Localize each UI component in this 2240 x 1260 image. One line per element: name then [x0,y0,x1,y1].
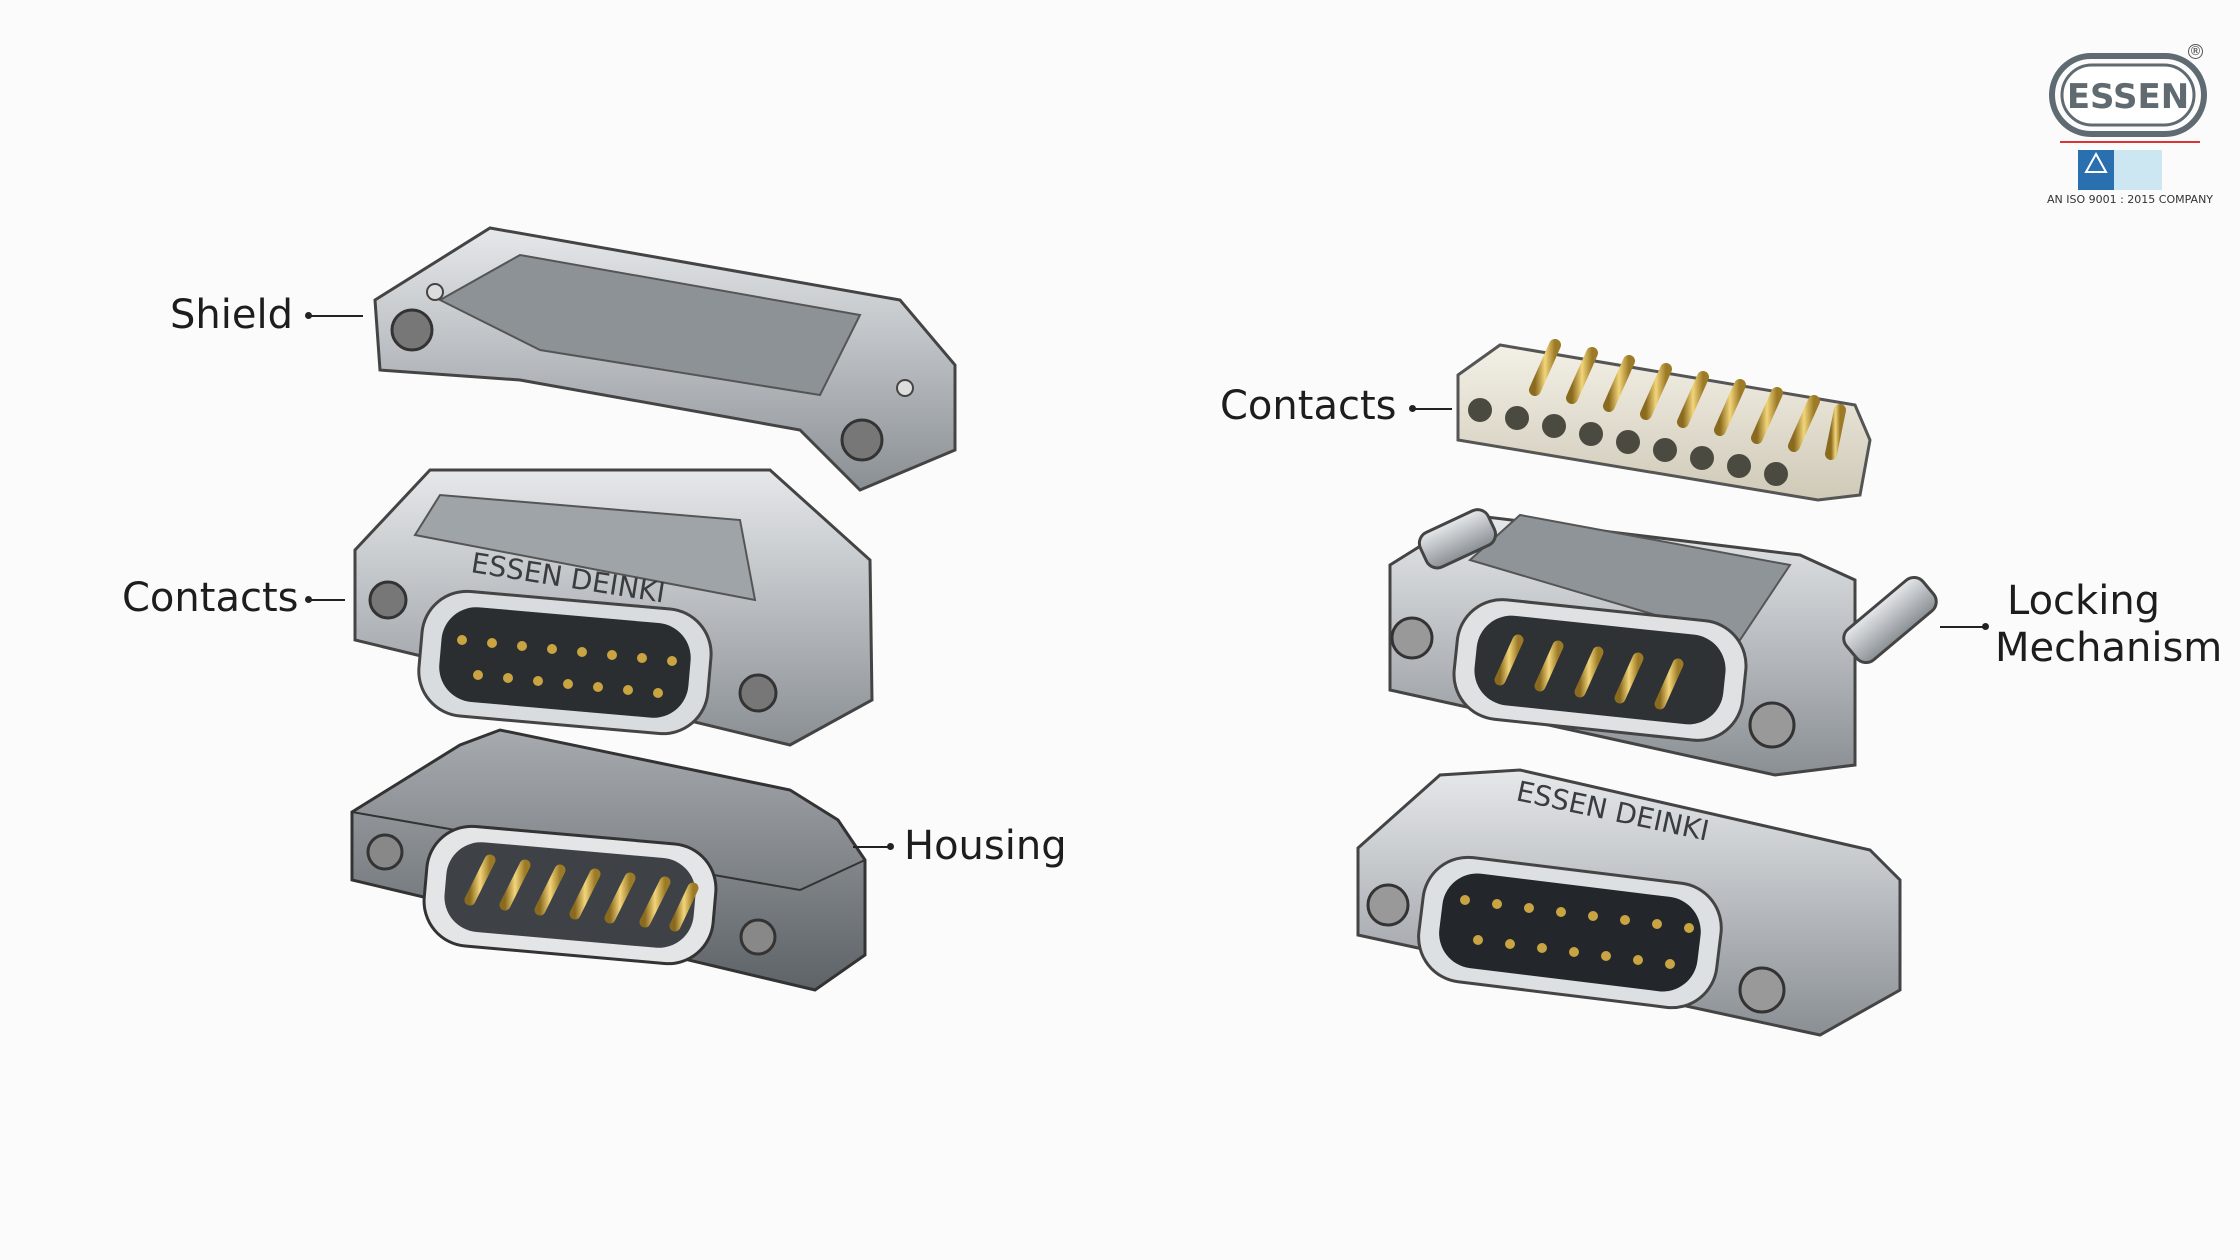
shield-part [373,226,957,492]
svg-text:ESSEN: ESSEN [2067,77,2189,117]
contacts-part-left: ESSEN DEINKI [353,468,874,747]
essen-logo: ESSEN [2049,53,2207,190]
leader-line-contacts-right [1409,405,1452,412]
leader-line-shield [305,312,363,319]
label-locking-mechanism: Locking Mechanism [1995,578,2222,672]
label-contacts-right: Contacts [1220,383,1397,429]
label-shield: Shield [170,292,293,338]
label-contacts-left: Contacts [122,575,299,621]
contacts-part-right [1456,339,1872,502]
leader-line-locking [1940,623,1989,630]
label-housing: Housing [904,823,1067,869]
locking-mechanism-part [1388,508,1938,777]
d-sub-connector-right: ESSEN DEINKI [1356,768,1902,1037]
leader-line-housing [853,843,894,850]
housing-part [350,728,867,992]
iso-certification-text: AN ISO 9001 : 2015 COMPANY [2046,193,2214,206]
registered-mark: ® [2188,44,2203,59]
label-locking-line2: Mechanism [1995,625,2223,671]
leader-line-contacts-left [305,596,345,603]
label-locking-line1: Locking [2007,578,2161,624]
